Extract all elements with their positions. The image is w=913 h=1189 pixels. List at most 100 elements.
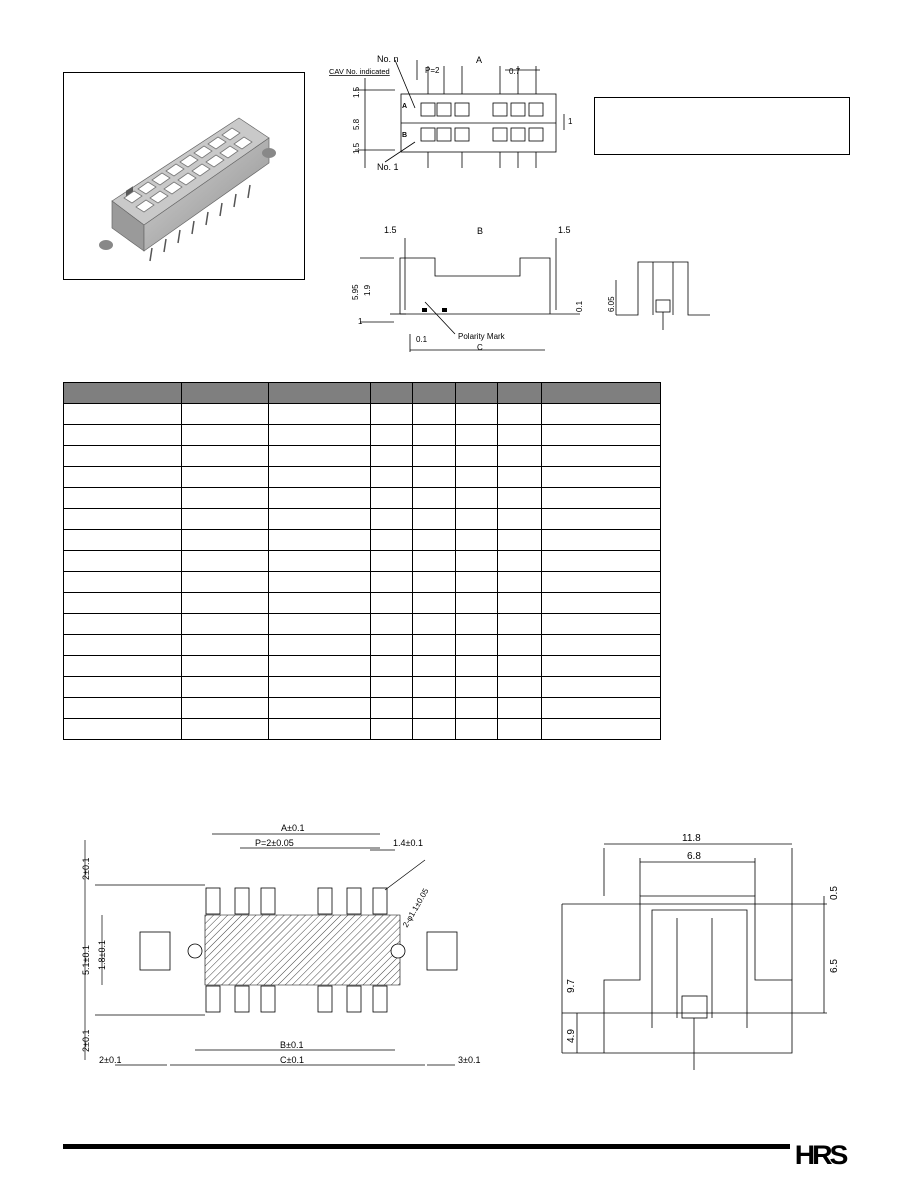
- table-cell: [497, 634, 542, 656]
- table-cell: [412, 655, 456, 677]
- top-view-drawing: No. n CAV No. indicated No. 1 A P=2 0.7 …: [329, 54, 573, 172]
- table-header-cell: [63, 382, 182, 404]
- table-cell: [412, 613, 456, 635]
- table-cell: [541, 592, 661, 614]
- table-cell: [181, 655, 269, 677]
- table-cell: [412, 571, 456, 593]
- label-c-tol: C±0.1: [280, 1055, 304, 1065]
- label-0-5: 0.5: [829, 886, 840, 900]
- table-cell: [412, 592, 456, 614]
- table-cell: [370, 508, 413, 530]
- side-view-drawing: 1.5 1.5 B 5.95 1.9 1 0.1 Polarity Mark C…: [351, 225, 584, 352]
- table-cell: [63, 655, 182, 677]
- label-c: C: [477, 343, 483, 352]
- label-11-8: 11.8: [682, 833, 701, 844]
- label-1-5-bottom: 1.5: [352, 142, 361, 154]
- label-5-8: 5.8: [352, 118, 361, 130]
- table-cell: [497, 445, 542, 467]
- table-cell: [63, 571, 182, 593]
- table-cell: [455, 655, 498, 677]
- table-row: [63, 403, 661, 425]
- label-2-0-1b: 2±0.1: [81, 1030, 91, 1052]
- table-cell: [181, 718, 269, 740]
- table-cell: [268, 613, 371, 635]
- table-row: [63, 676, 661, 698]
- table-cell: [455, 424, 498, 446]
- product-photo-frame: [63, 72, 305, 280]
- table-cell: [412, 403, 456, 425]
- table-cell: [455, 550, 498, 572]
- label-2-0-1: 2±0.1: [81, 858, 91, 880]
- table-cell: [63, 424, 182, 446]
- table-row: [63, 550, 661, 572]
- table-cell: [181, 592, 269, 614]
- table-cell: [455, 634, 498, 656]
- table-cell: [412, 466, 456, 488]
- label-left-1-5: 1.5: [384, 225, 397, 235]
- table-cell: [63, 529, 182, 551]
- label-no-n: No. n: [377, 54, 399, 64]
- label-no-1: No. 1: [377, 162, 399, 172]
- label-1-8: 1.8±0.1: [97, 940, 107, 970]
- table-cell: [455, 529, 498, 551]
- label-6-05: 6.05: [607, 296, 616, 312]
- table-row: [63, 529, 661, 551]
- table-cell: [370, 571, 413, 593]
- table-cell: [63, 613, 182, 635]
- table-cell: [268, 529, 371, 551]
- table-cell: [268, 424, 371, 446]
- table-row: [63, 571, 661, 593]
- table-cell: [497, 529, 542, 551]
- table-cell: [455, 571, 498, 593]
- label-2-bottom-left: 2±0.1: [99, 1055, 121, 1065]
- table-cell: [541, 508, 661, 530]
- table-row: [63, 445, 661, 467]
- table-cell: [63, 403, 182, 425]
- label-0-1b: 0.1: [416, 335, 428, 344]
- label-0-7: 0.7: [509, 67, 521, 76]
- table-cell: [412, 718, 456, 740]
- table-cell: [268, 487, 371, 509]
- table-cell: [181, 403, 269, 425]
- connector-photo: [99, 117, 276, 262]
- table-cell: [63, 592, 182, 614]
- pcb-layout-drawing: A±0.1 P=2±0.05 1.4±0.1 2±0.1 5.1±0.1 1.8…: [81, 823, 480, 1066]
- table-cell: [412, 445, 456, 467]
- table-cell: [370, 466, 413, 488]
- table-cell: [541, 634, 661, 656]
- table-cell: [370, 718, 413, 740]
- table-header-cell: [455, 382, 498, 404]
- table-row: [63, 466, 661, 488]
- table-cell: [541, 403, 661, 425]
- table-cell: [268, 508, 371, 530]
- table-row: [63, 634, 661, 656]
- table-cell: [63, 697, 182, 719]
- label-6-5: 6.5: [829, 959, 840, 973]
- table-cell: [370, 697, 413, 719]
- table-cell: [541, 466, 661, 488]
- table-header-cell: [541, 382, 661, 404]
- table-cell: [455, 508, 498, 530]
- table-cell: [541, 550, 661, 572]
- table-cell: [497, 466, 542, 488]
- table-cell: [370, 592, 413, 614]
- table-cell: [412, 424, 456, 446]
- table-cell: [268, 571, 371, 593]
- table-row: [63, 697, 661, 719]
- brand-logo: HRS: [794, 1140, 849, 1170]
- table-cell: [412, 529, 456, 551]
- table-cell: [370, 655, 413, 677]
- label-a: A: [476, 55, 482, 65]
- table-cell: [181, 550, 269, 572]
- label-b: B: [477, 226, 483, 236]
- table-cell: [370, 445, 413, 467]
- table-cell: [63, 550, 182, 572]
- table-cell: [541, 697, 661, 719]
- table-cell: [455, 592, 498, 614]
- label-1-9: 1.9: [363, 284, 372, 296]
- table-header-cell: [268, 382, 371, 404]
- table-header-cell: [370, 382, 413, 404]
- table-cell: [497, 403, 542, 425]
- label-1-4: 1.4±0.1: [393, 838, 423, 848]
- table-cell: [181, 466, 269, 488]
